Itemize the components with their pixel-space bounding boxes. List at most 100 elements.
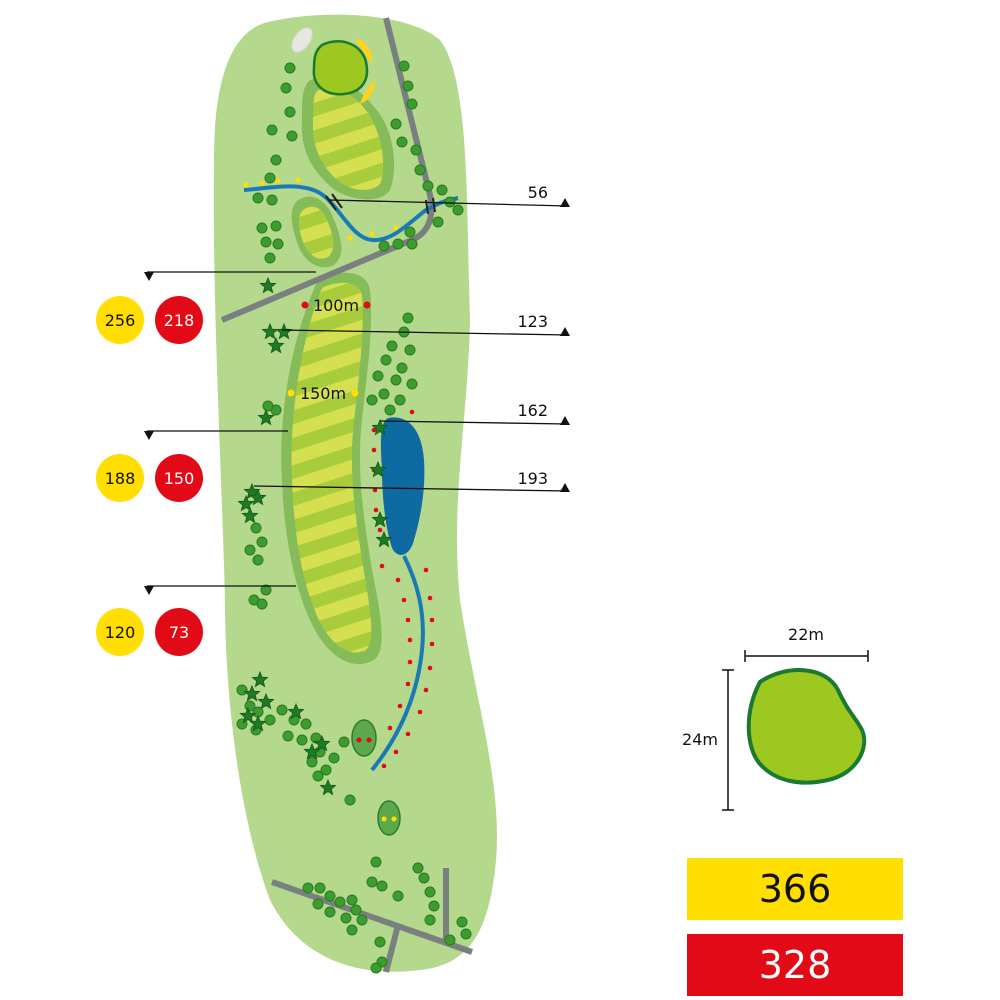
tree-conifer [243, 684, 261, 702]
tree [424, 914, 436, 926]
stream-lower [370, 555, 425, 772]
tree-conifer [371, 418, 389, 436]
tree [436, 184, 448, 196]
tree [402, 312, 414, 324]
callout-123-label: 123 [517, 312, 548, 331]
tree [350, 904, 362, 916]
tree [282, 730, 294, 742]
tree [432, 216, 444, 228]
tree [260, 584, 272, 596]
tree [264, 714, 276, 726]
tree [324, 890, 336, 902]
cart-path-bottom [271, 879, 473, 955]
tree-conifer [251, 670, 269, 688]
bunker-right-upper [356, 38, 373, 64]
tree [284, 62, 296, 74]
distance-badge-yellow-1: 256 [96, 296, 144, 344]
tree [256, 536, 268, 548]
tree [346, 924, 358, 936]
tree [256, 222, 268, 234]
tree [250, 522, 262, 534]
green-top [312, 40, 369, 96]
callout-left-1 [144, 271, 316, 281]
tree [390, 374, 402, 386]
tree [414, 164, 426, 176]
tree [424, 886, 436, 898]
tree [404, 344, 416, 356]
tree-conifer [287, 702, 305, 720]
cart-path-branch-2 [383, 924, 401, 973]
tree [300, 718, 312, 730]
tree-conifer [239, 706, 257, 724]
tree [252, 192, 264, 204]
tree-conifer [241, 506, 259, 524]
tree [406, 238, 418, 250]
tree [374, 936, 386, 948]
callout-193: 193 [253, 469, 570, 492]
total-length-red: 328 [687, 934, 903, 996]
tree [312, 898, 324, 910]
tree [344, 794, 356, 806]
tree [372, 370, 384, 382]
tree [384, 404, 396, 416]
tree [262, 400, 274, 412]
tee-red [351, 719, 377, 757]
tree [302, 882, 314, 894]
tree [404, 226, 416, 238]
tree [376, 880, 388, 892]
tree [366, 876, 378, 888]
tree-conifer [369, 460, 387, 478]
callout-162-label: 162 [517, 401, 548, 420]
tree [264, 252, 276, 264]
tee-yellow [377, 800, 401, 836]
tree [306, 756, 318, 768]
tree [366, 394, 378, 406]
tree [252, 554, 264, 566]
tree-conifer [375, 530, 393, 548]
total-length-yellow: 366 [687, 858, 903, 920]
distance-badge-red-3: 73 [155, 608, 203, 656]
tree [244, 544, 256, 556]
tree-conifer [371, 510, 389, 528]
tree [392, 238, 404, 250]
tree [398, 60, 410, 72]
stream-upper [243, 184, 459, 243]
marker-100m: 100m [301, 296, 371, 315]
callout-162: 162 [379, 401, 570, 425]
tree [314, 882, 326, 894]
callout-123: 123 [281, 312, 570, 336]
hazard-stakes-red [371, 409, 435, 769]
marker-150m: 150m [287, 384, 359, 403]
tree [452, 204, 464, 216]
tree [328, 752, 340, 764]
tree [396, 136, 408, 148]
tree [260, 236, 272, 248]
tree [312, 770, 324, 782]
tree [378, 388, 390, 400]
tree [256, 598, 268, 610]
tree-conifer [257, 692, 275, 710]
green-depth-label: 24m [682, 730, 718, 749]
tree [410, 144, 422, 156]
tree [236, 684, 248, 696]
marker-150m-label: 150m [300, 384, 346, 403]
distance-badge-red-1: 218 [155, 296, 203, 344]
tree [456, 916, 468, 928]
pond [380, 417, 425, 555]
green-detail-shape [746, 668, 867, 785]
tree-conifer [237, 494, 255, 512]
tree [346, 894, 358, 906]
tree-conifer [275, 322, 293, 340]
marker-100m-label: 100m [313, 296, 359, 315]
hazard-stakes-yellow [243, 177, 399, 241]
callout-left-2 [144, 430, 288, 440]
distance-badge-red-2: 150 [155, 454, 203, 502]
callout-193-label: 193 [517, 469, 548, 488]
tree-conifer [249, 714, 267, 732]
trees [236, 60, 472, 974]
tree [296, 734, 308, 746]
tree [370, 962, 382, 974]
tree [394, 394, 406, 406]
tree [444, 934, 456, 946]
